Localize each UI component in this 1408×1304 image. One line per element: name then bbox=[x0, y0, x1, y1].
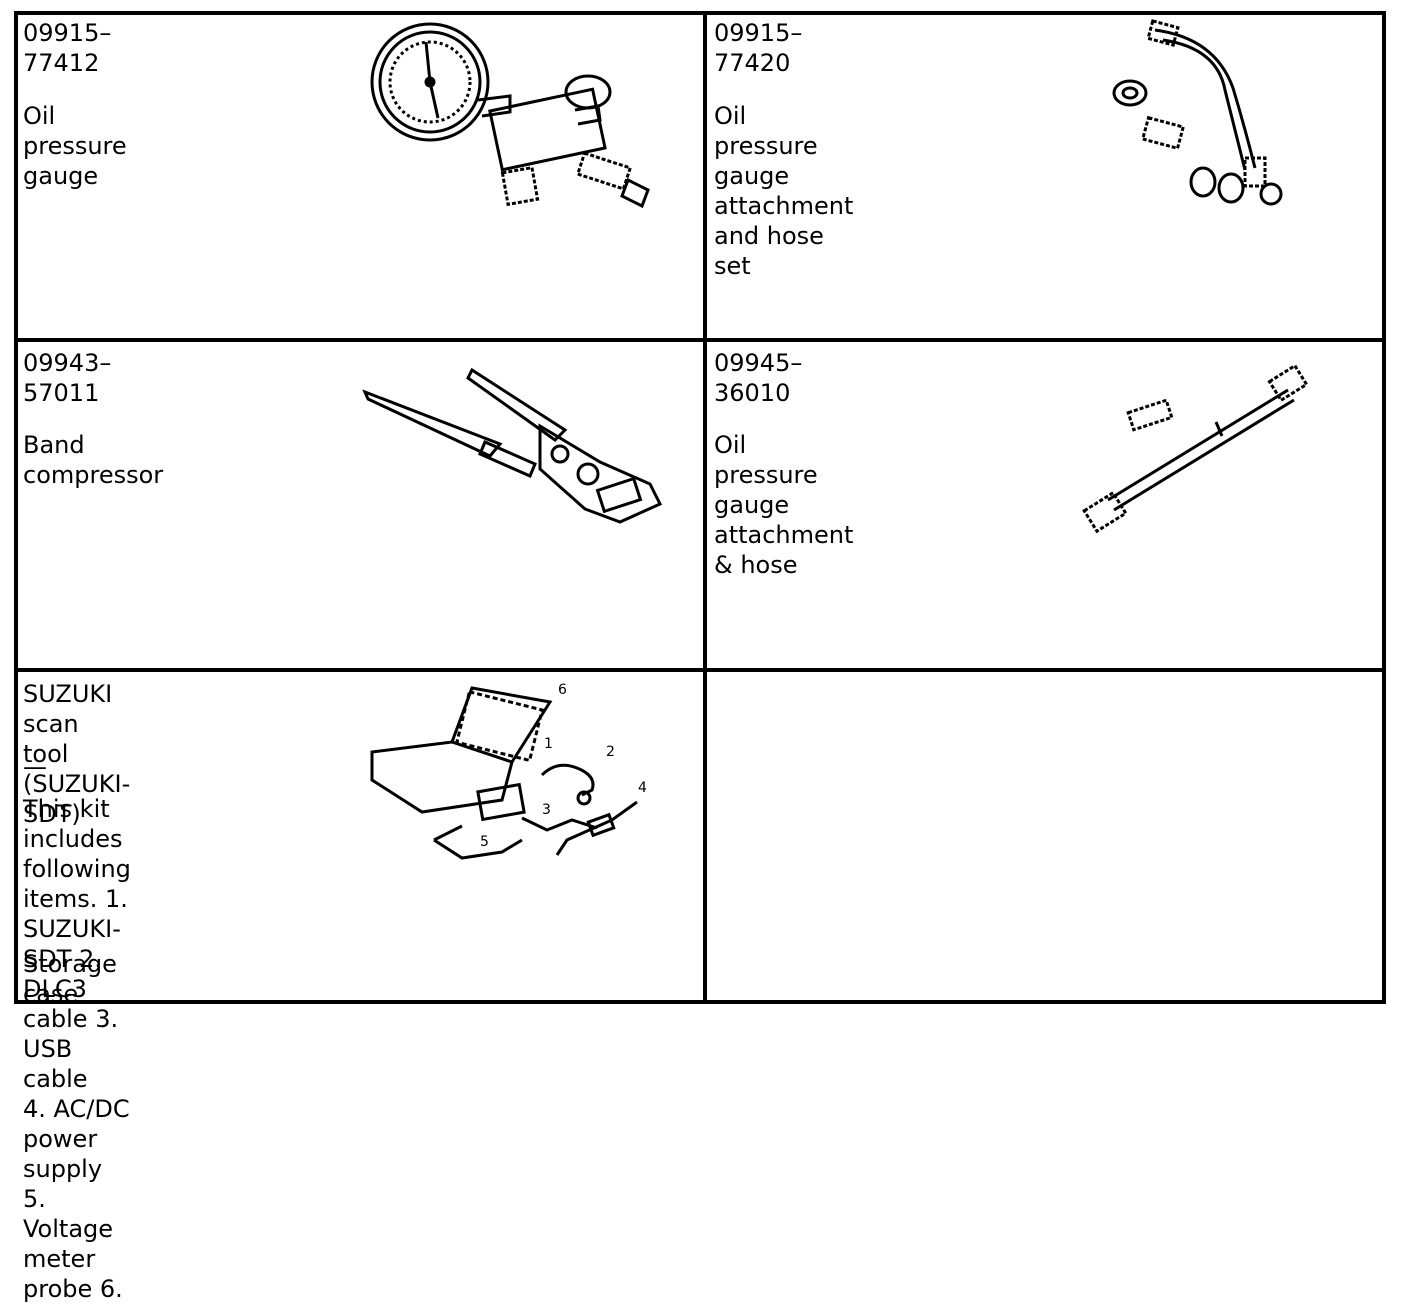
tool-name: Oil pressure gauge attachment & hose bbox=[714, 431, 854, 579]
tool-number: 09915–77420 bbox=[714, 19, 803, 77]
scan-tool-kit-illustration: 1 2 3 4 5 6 bbox=[362, 680, 662, 880]
callout-labels: 1 2 3 4 5 6 bbox=[480, 682, 647, 850]
attachment-hose-illustration bbox=[1078, 360, 1323, 535]
attachment-hose-set-illustration bbox=[1105, 18, 1305, 218]
svg-text:1: 1 bbox=[544, 736, 553, 752]
band-compressor-illustration bbox=[360, 364, 665, 529]
row-divider bbox=[14, 668, 1386, 672]
tool-number: 09915–77412 bbox=[23, 19, 112, 77]
tool-number: 09943–57011 bbox=[23, 349, 112, 407]
row-divider bbox=[14, 338, 1386, 342]
tool-description-end: Storage case bbox=[23, 950, 117, 1008]
tool-name: Band compressor bbox=[23, 431, 164, 489]
tool-name: Oil pressure gauge attachment and hose s… bbox=[714, 102, 854, 280]
tool-number: 09945–36010 bbox=[714, 349, 803, 407]
svg-text:4: 4 bbox=[638, 780, 647, 796]
svg-text:2: 2 bbox=[606, 744, 615, 760]
svg-text:6: 6 bbox=[558, 682, 567, 698]
oil-pressure-gauge-illustration bbox=[360, 20, 670, 220]
tool-title: SUZUKI scan tool (SUZUKI-SDT) bbox=[23, 680, 131, 828]
svg-text:5: 5 bbox=[480, 834, 489, 850]
special-tools-table bbox=[14, 11, 1386, 1004]
tool-name: Oil pressure gauge bbox=[23, 102, 127, 190]
svg-text:3: 3 bbox=[542, 802, 551, 818]
tool-number: — bbox=[23, 753, 47, 781]
tool-description: This kit includes following items. 1. SU… bbox=[23, 795, 131, 1303]
column-divider bbox=[703, 11, 707, 1004]
